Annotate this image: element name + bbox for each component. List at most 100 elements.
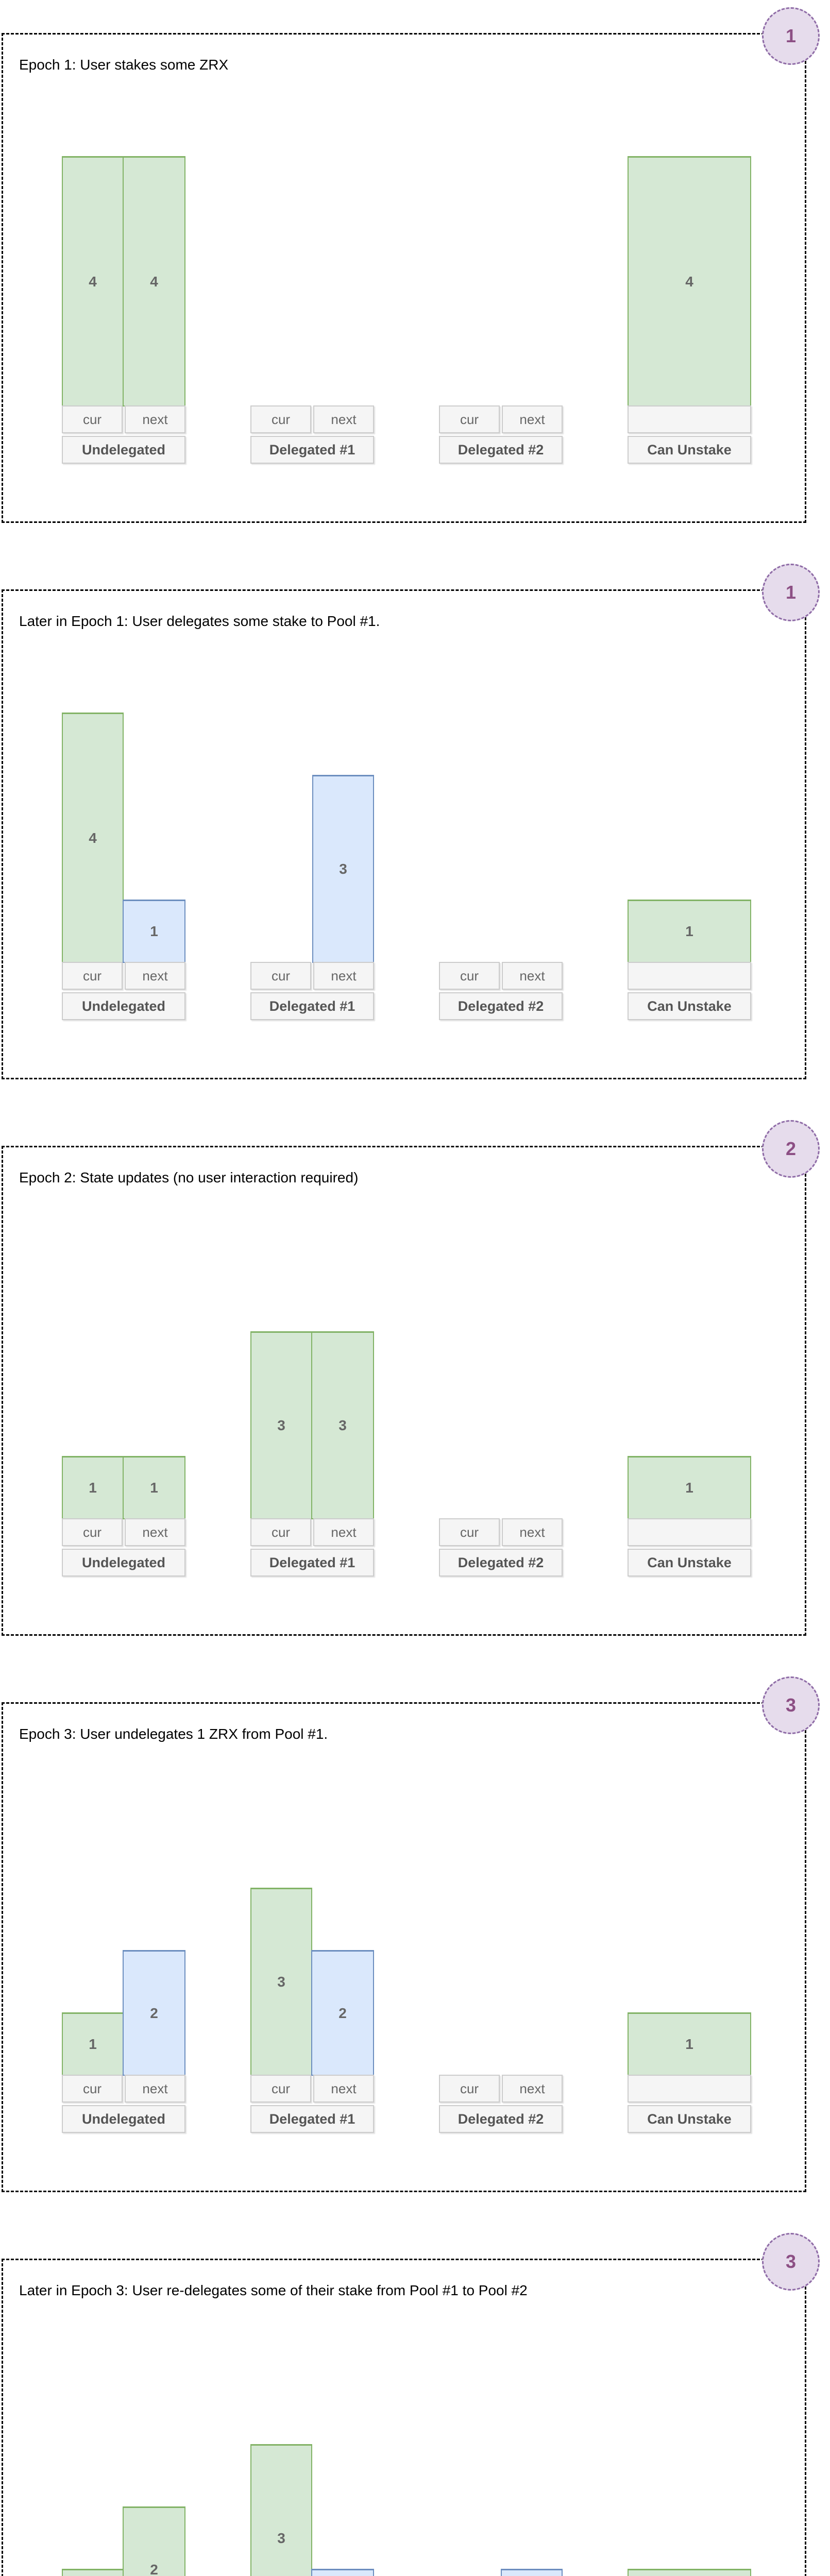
bar-cur: 3 — [250, 1888, 312, 2076]
epoch-number-badge: 1 — [762, 7, 820, 65]
cur-cell: cur — [62, 405, 123, 433]
bar-value: 2 — [338, 2005, 347, 2021]
bar-cur: 1 — [62, 1456, 124, 1519]
bar-value: 3 — [277, 2530, 285, 2546]
bar-cur: 3 — [250, 2444, 312, 2576]
bar-cur: 4 — [62, 156, 124, 406]
group-label: Undelegated — [62, 992, 185, 1020]
cur-cell: cur — [439, 1518, 500, 1546]
epoch-panel-5: 3 Later in Epoch 3: User re-delegates so… — [2, 2233, 820, 2576]
bar-cur: 3 — [250, 1331, 312, 1519]
cur-cell: cur — [62, 2075, 123, 2103]
bar-next: 1 — [501, 2569, 563, 2576]
bar-single: 1 — [628, 2569, 751, 2576]
bar-value: 3 — [277, 1974, 285, 1990]
next-cell: next — [313, 1518, 374, 1546]
cur-cell: cur — [439, 405, 500, 433]
next-cell: next — [502, 1518, 563, 1546]
bar-value: 4 — [150, 273, 158, 290]
bar-value: 1 — [685, 2036, 693, 2052]
epoch-number-badge: 3 — [762, 1676, 820, 1734]
bar-value: 4 — [685, 273, 693, 290]
bar-value: 3 — [339, 861, 347, 877]
bar-next: 3 — [312, 775, 374, 963]
next-cell: next — [502, 962, 563, 990]
bar-value: 1 — [150, 923, 158, 939]
cur-cell: cur — [250, 2075, 311, 2103]
next-cell: next — [125, 2075, 185, 2103]
cur-cell: cur — [62, 962, 123, 990]
group-label: Delegated #1 — [250, 1549, 374, 1577]
group-label: Can Unstake — [628, 992, 751, 1020]
panel-title: Epoch 2: State updates (no user interact… — [19, 1170, 359, 1185]
group-label: Delegated #2 — [439, 1549, 563, 1577]
epoch-number-badge: 3 — [762, 2233, 820, 2291]
bar-next: 1 — [311, 2569, 374, 2576]
group-label: Undelegated — [62, 2105, 185, 2133]
epoch-panel-2: 1 Later in Epoch 1: User delegates some … — [2, 564, 820, 1079]
bar-single: 1 — [628, 900, 751, 963]
bar-next: 3 — [311, 1331, 374, 1519]
group-label: Can Unstake — [628, 2105, 751, 2133]
bar-value: 3 — [277, 1417, 285, 1433]
bar-cur: 1 — [62, 2569, 124, 2576]
bar-value: 4 — [89, 273, 97, 290]
bar-value: 1 — [89, 2036, 97, 2052]
panel-title: Epoch 1: User stakes some ZRX — [19, 57, 229, 73]
group-label: Can Unstake — [628, 1549, 751, 1577]
group-label: Undelegated — [62, 1549, 185, 1577]
group-label: Delegated #1 — [250, 436, 374, 464]
cur-cell: cur — [250, 1518, 311, 1546]
group-label: Delegated #2 — [439, 2105, 563, 2133]
bar-single: 1 — [628, 1456, 751, 1519]
bar-single: 4 — [628, 156, 751, 406]
group-label: Undelegated — [62, 436, 185, 464]
empty-cell — [628, 2075, 751, 2103]
group-label: Can Unstake — [628, 436, 751, 464]
next-cell: next — [125, 962, 185, 990]
bar-single: 1 — [628, 2012, 751, 2076]
bar-next: 1 — [123, 900, 185, 963]
bar-value: 2 — [150, 2005, 158, 2021]
group-label: Delegated #2 — [439, 992, 563, 1020]
bar-cur: 1 — [62, 2012, 124, 2076]
group-label: Delegated #1 — [250, 2105, 374, 2133]
epoch-number-badge: 2 — [762, 1120, 820, 1178]
bar-cur: 4 — [62, 713, 124, 963]
panel-title: Epoch 3: User undelegates 1 ZRX from Poo… — [19, 1726, 328, 1742]
next-cell: next — [502, 405, 563, 433]
bar-next: 2 — [123, 2506, 185, 2576]
bar-next: 1 — [123, 1456, 185, 1519]
next-cell: next — [502, 2075, 563, 2103]
epoch-number-badge: 1 — [762, 564, 820, 621]
bar-value: 1 — [685, 923, 693, 939]
next-cell: next — [125, 1518, 185, 1546]
bar-value: 1 — [89, 1480, 97, 1496]
bar-value: 1 — [685, 1480, 693, 1496]
epoch-panel-4: 3 Epoch 3: User undelegates 1 ZRX from P… — [2, 1676, 820, 2192]
next-cell: next — [313, 405, 374, 433]
panel-title: Later in Epoch 1: User delegates some st… — [19, 613, 380, 629]
next-cell: next — [313, 962, 374, 990]
epoch-panel-3: 2 Epoch 2: State updates (no user intera… — [2, 1120, 820, 1636]
bar-value: 2 — [150, 2561, 158, 2576]
cur-cell: cur — [439, 2075, 500, 2103]
cur-cell: cur — [250, 962, 311, 990]
next-cell: next — [125, 405, 185, 433]
bar-next: 2 — [123, 1950, 185, 2076]
empty-cell — [628, 1518, 751, 1546]
cur-cell: cur — [439, 962, 500, 990]
cur-cell: cur — [62, 1518, 123, 1546]
empty-cell — [628, 405, 751, 433]
group-label: Delegated #1 — [250, 992, 374, 1020]
next-cell: next — [313, 2075, 374, 2103]
group-label: Delegated #2 — [439, 436, 563, 464]
panel-title: Later in Epoch 3: User re-delegates some… — [19, 2282, 528, 2298]
cur-cell: cur — [250, 405, 311, 433]
bar-value: 3 — [338, 1417, 347, 1433]
bar-value: 4 — [89, 829, 97, 846]
bar-next: 4 — [123, 156, 185, 406]
bar-value: 1 — [150, 1480, 158, 1496]
